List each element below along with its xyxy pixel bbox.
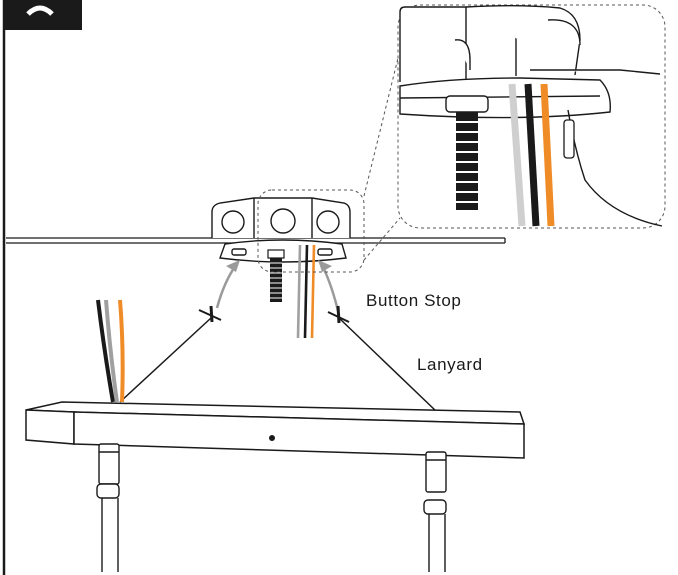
arrow-head-right [318, 260, 332, 272]
threaded-rod [267, 249, 285, 302]
lanyard-label: Lanyard [417, 355, 483, 374]
fixture-wires [96, 299, 125, 403]
zoom-callout-lines [257, 49, 401, 273]
box-wires [296, 244, 316, 339]
junction-box [211, 197, 351, 238]
fixture-canopy [25, 401, 526, 459]
button-stop-left [198, 305, 222, 323]
lanyard-left [119, 317, 212, 403]
button-stop-label: Button Stop [366, 291, 462, 310]
step-badge [4, 0, 82, 30]
cord-grip-right [423, 451, 447, 572]
lanyard-right [338, 317, 438, 413]
arrow-head-left [226, 260, 240, 272]
zoom-inset [397, 4, 666, 229]
step-badge-glyph [26, 5, 54, 16]
cord-grip-left [96, 443, 120, 572]
button-stop-right [327, 305, 350, 324]
